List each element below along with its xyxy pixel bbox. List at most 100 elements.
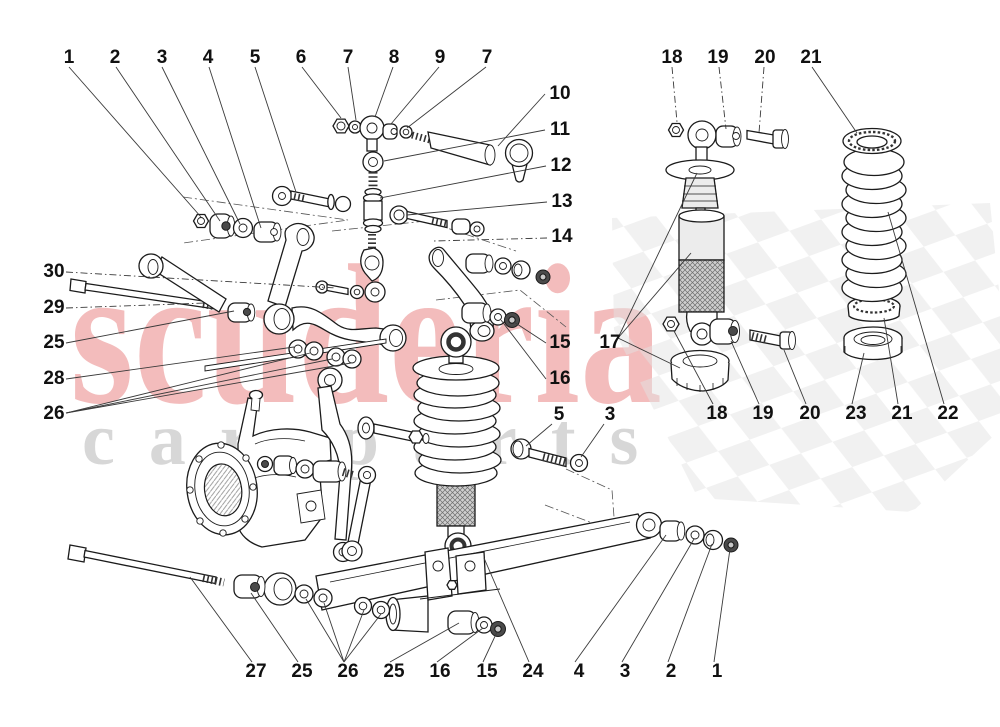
callout-18: 18 xyxy=(706,403,727,424)
callout-8: 8 xyxy=(389,47,400,68)
callout-25: 25 xyxy=(383,661,405,682)
callout-17: 17 xyxy=(599,332,620,353)
right-coil-spring xyxy=(841,127,907,361)
callout-14: 14 xyxy=(551,226,573,247)
lower-arm-fasteners xyxy=(659,520,739,553)
callout-25: 25 xyxy=(43,332,65,353)
center-shock-absorber xyxy=(412,326,502,560)
leader-line-7 xyxy=(347,66,357,121)
leader-line-29 xyxy=(65,302,207,309)
leader-line-10 xyxy=(497,93,546,147)
callout-3: 3 xyxy=(157,47,168,68)
leader-line-17 xyxy=(617,252,692,339)
callout-12: 12 xyxy=(550,155,571,176)
leader-line-24 xyxy=(483,557,530,663)
leader-line-1 xyxy=(713,548,731,663)
leader-line-25 xyxy=(65,310,235,344)
stabilizer-ball-joint xyxy=(332,115,413,152)
leader-line-16 xyxy=(436,627,484,663)
leader-line-18 xyxy=(673,330,714,405)
leader-line-19 xyxy=(730,340,760,405)
callout-16: 16 xyxy=(549,368,570,389)
leader-line-15 xyxy=(513,321,547,344)
upper-camber-arm xyxy=(263,222,407,352)
callout-19: 19 xyxy=(707,47,728,68)
camber-link-bolt xyxy=(389,205,485,237)
callout-15: 15 xyxy=(476,661,498,682)
leader-line-21 xyxy=(811,66,858,134)
leader-line-15 xyxy=(482,631,498,663)
leader-line-4 xyxy=(574,534,667,663)
leader-line-18 xyxy=(671,66,678,123)
leader-line-21 xyxy=(883,317,899,405)
leader-line-7 xyxy=(406,66,487,129)
leader-line-3 xyxy=(621,538,695,663)
shock-mount-bolt xyxy=(510,438,589,473)
callout-5: 5 xyxy=(554,404,565,425)
wheel-knuckle xyxy=(186,385,430,563)
leader-line-19 xyxy=(718,66,727,130)
upper-arm-front-fasteners xyxy=(192,213,282,243)
leader-line-6 xyxy=(301,66,342,119)
toe-control-rod xyxy=(411,131,534,183)
leader-line-3 xyxy=(580,423,605,458)
leader-line-23 xyxy=(851,352,865,405)
leader-line-9 xyxy=(390,66,440,125)
leader-line-30 xyxy=(65,271,337,289)
callout-10: 10 xyxy=(549,83,570,104)
leader-line-14 xyxy=(433,237,548,242)
leader-line-27 xyxy=(189,576,253,663)
leader-line-26 xyxy=(65,362,352,414)
leader-line-1 xyxy=(68,66,202,218)
callout-7: 7 xyxy=(482,47,493,68)
callout-29: 29 xyxy=(43,297,64,318)
leader-line-13 xyxy=(406,201,548,216)
callout-27: 27 xyxy=(245,661,266,682)
lower-arm xyxy=(263,511,663,633)
leader-line-11 xyxy=(383,129,546,162)
leader-line-4 xyxy=(208,66,262,229)
callout-20: 20 xyxy=(754,47,775,68)
leader-line-26 xyxy=(323,602,345,663)
brand-sub-watermark: car parts xyxy=(82,399,672,481)
leader-line-20 xyxy=(758,66,765,134)
callout-2: 2 xyxy=(110,47,121,68)
callout-18: 18 xyxy=(661,47,682,68)
leader-line-8 xyxy=(374,66,394,118)
leader-line-16 xyxy=(500,319,547,380)
callout-22: 22 xyxy=(937,403,958,424)
leader-line-5 xyxy=(254,66,297,193)
leader-line-22 xyxy=(887,211,945,405)
callout-15: 15 xyxy=(549,332,571,353)
callout-16: 16 xyxy=(429,661,450,682)
callout-25: 25 xyxy=(291,661,313,682)
leader-line-25 xyxy=(250,592,299,663)
upper-arm-pivot-bolt xyxy=(271,185,352,213)
leader-line-26 xyxy=(65,352,311,414)
leader-line-25 xyxy=(389,622,460,663)
callout-2: 2 xyxy=(666,661,677,682)
callout-4: 4 xyxy=(574,661,585,682)
leader-line-2 xyxy=(115,66,221,222)
callout-28: 28 xyxy=(43,368,64,389)
callout-30: 30 xyxy=(43,261,64,282)
callout-24: 24 xyxy=(522,661,544,682)
leader-line-2 xyxy=(667,543,713,663)
callout-13: 13 xyxy=(551,191,572,212)
leader-line-5 xyxy=(525,423,553,447)
stabilizer-link xyxy=(315,151,386,303)
callout-1: 1 xyxy=(712,661,723,682)
callout-23: 23 xyxy=(845,403,866,424)
leader-line-20 xyxy=(783,349,807,405)
leader-line-26 xyxy=(343,613,382,663)
leader-line-17 xyxy=(617,172,698,339)
leader-line-26 xyxy=(343,609,365,663)
callout-5: 5 xyxy=(250,47,261,68)
toe-link-arm xyxy=(138,253,227,313)
leader-line-28 xyxy=(65,346,295,380)
callout-3: 3 xyxy=(605,404,616,425)
callout-21: 21 xyxy=(891,403,913,424)
callout-11: 11 xyxy=(550,119,571,140)
